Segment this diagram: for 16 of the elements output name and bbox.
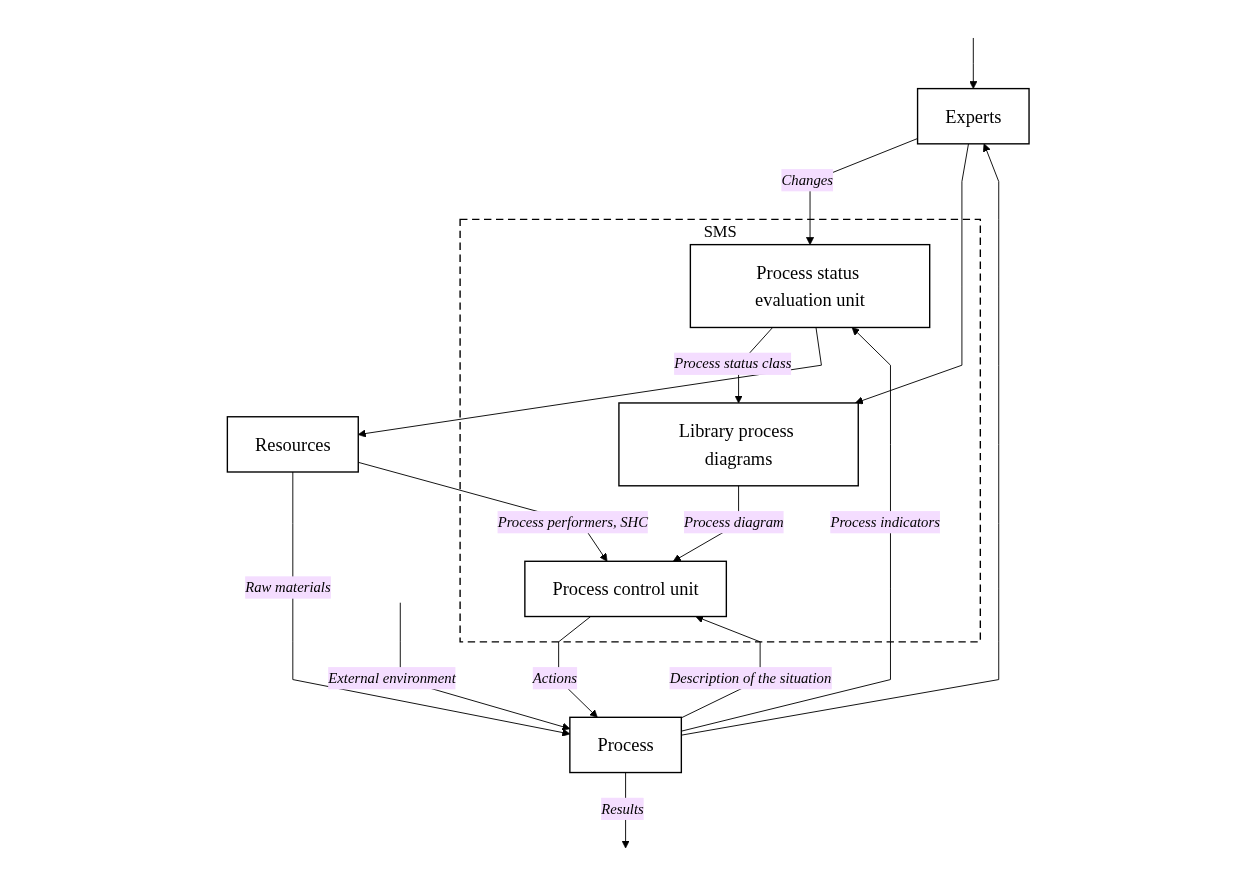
edge-label: Results: [601, 800, 644, 817]
edge-label: Process performers, SHC: [497, 513, 648, 530]
node-box: Process control unit: [523, 560, 727, 618]
node-box: Process status evaluation unit: [689, 243, 931, 329]
edge-label: Raw materials: [244, 579, 331, 595]
edge-label: Description of the situation: [669, 669, 832, 686]
node-box: Library process diagrams: [618, 402, 859, 487]
node-box: Experts: [916, 87, 1030, 145]
node-box: Resources: [226, 416, 359, 473]
edge-label: Actions: [532, 669, 577, 686]
node-box: Process: [568, 716, 682, 774]
edge-label: Changes: [781, 171, 833, 188]
edge-label: Process diagram: [683, 513, 784, 530]
edge-label: Process status class: [673, 355, 792, 372]
edge-label: Process indicators: [830, 513, 940, 530]
edge-label: External environment: [328, 669, 456, 686]
